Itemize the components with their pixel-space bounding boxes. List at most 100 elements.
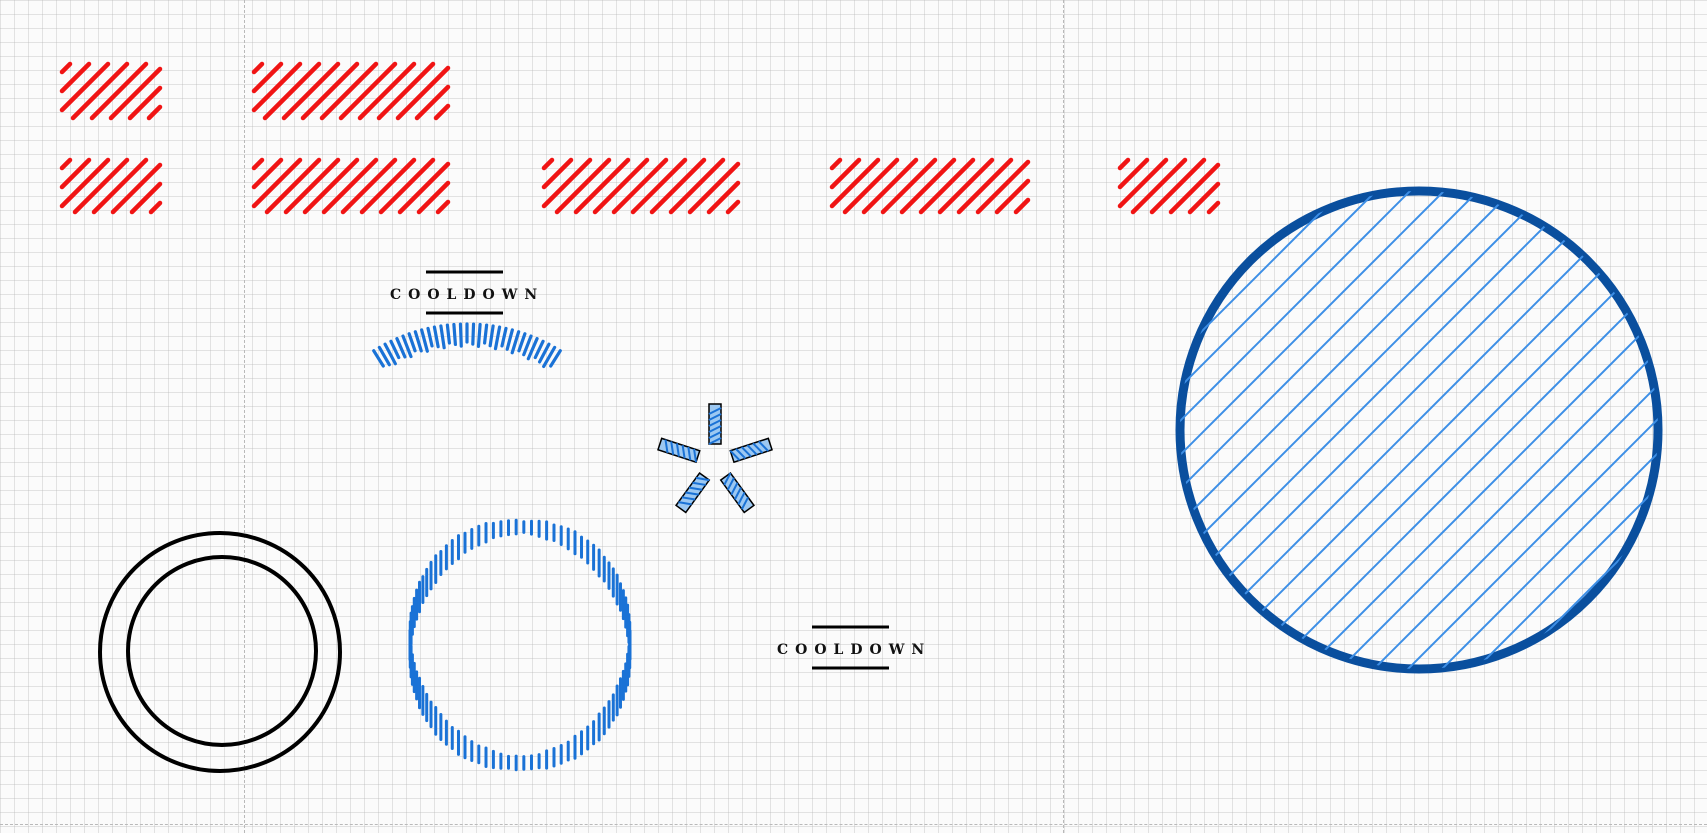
hatch-stroke <box>573 157 631 215</box>
circle-hatch-line <box>1180 191 1200 669</box>
spinner-bar-hatch <box>681 445 686 459</box>
hatch-stroke <box>592 157 650 215</box>
hatch-stroke <box>302 157 360 215</box>
spinner-bar-hatch <box>708 425 722 433</box>
hatch-stroke <box>59 157 111 209</box>
hatch-stroke <box>357 61 417 121</box>
hatch-stroke <box>359 157 417 215</box>
page-break-line <box>0 824 1707 825</box>
hatch-stroke <box>251 157 303 209</box>
arc-stroke <box>533 339 545 360</box>
hatch-stroke <box>300 61 360 121</box>
hatch-stroke <box>251 61 303 113</box>
hatch-stroke <box>829 157 881 209</box>
hatch-stroke <box>975 159 1031 215</box>
arc-stroke <box>493 325 502 351</box>
spinner-bar-hatch <box>693 448 698 463</box>
circle-hatch-line <box>1550 191 1658 669</box>
hatch-stroke <box>338 61 398 121</box>
spinner-bar-hatch <box>723 472 732 486</box>
spinner-bar-hatch <box>681 496 696 501</box>
arc-stroke <box>445 323 451 345</box>
blue-hatched-arc <box>372 322 562 369</box>
blue-hatched-ring <box>408 518 632 772</box>
hatch-stroke <box>127 85 163 121</box>
hatch-stroke <box>725 199 741 215</box>
arc-stroke <box>483 323 489 345</box>
circle-outline <box>1175 186 1663 674</box>
circle-hatch-line <box>1346 191 1658 669</box>
hatch-stroke <box>59 61 111 113</box>
circle-hatch-line <box>1180 191 1336 669</box>
page-break-line <box>244 0 245 833</box>
spinner-bar-hatch <box>729 450 741 461</box>
spinner-bar-hatch <box>685 491 699 496</box>
double-circle[interactable] <box>98 531 342 773</box>
arc-stroke <box>476 322 482 349</box>
hatch-stroke <box>899 157 957 215</box>
outer-circle <box>98 531 342 773</box>
spinner-bar-hatch <box>708 419 722 427</box>
arc-stroke <box>395 336 407 359</box>
spinner-bar-hatch <box>708 431 722 439</box>
hatch-stroke <box>108 66 163 121</box>
hatch-stroke <box>842 157 900 215</box>
hatch-stroke <box>1117 157 1150 190</box>
hatch-stroke <box>397 161 451 215</box>
hatch-stroke <box>378 157 436 215</box>
arc-stroke <box>407 332 417 353</box>
hatch-stroke <box>630 157 688 215</box>
hatch-stroke <box>1168 162 1221 215</box>
cooldown-label-top[interactable]: COOLDOWN <box>390 270 544 315</box>
hatch-stroke <box>994 178 1031 215</box>
arc-stroke <box>420 328 429 353</box>
arc-stroke <box>432 325 440 349</box>
loading-spinner-icon <box>657 403 773 514</box>
hatch-stroke <box>829 157 843 171</box>
circle-hatch-line <box>1180 191 1658 669</box>
cooldown-label-bottom[interactable]: COOLDOWN <box>777 625 931 670</box>
circle-hatch-line <box>1180 191 1234 669</box>
hatch-stroke <box>129 181 163 215</box>
arc-stroke <box>439 324 446 350</box>
hatch-stroke <box>541 157 555 171</box>
hatch-stroke <box>1206 200 1221 215</box>
arc-stroke <box>510 330 521 355</box>
hatch-stroke <box>414 84 451 121</box>
arc-stroke <box>377 345 391 367</box>
hatch-stroke <box>541 157 593 209</box>
arc-stroke <box>505 328 514 351</box>
spinner-bar <box>708 403 722 445</box>
arc-stroke <box>537 342 551 364</box>
hatch-stroke <box>395 65 451 121</box>
circle-hatch-line <box>1180 191 1302 669</box>
arc-stroke <box>383 342 397 366</box>
arc-stroke <box>471 322 476 346</box>
arc-stroke <box>517 332 527 353</box>
spinner-bar-hatch <box>692 481 706 486</box>
hatch-stroke <box>1130 157 1188 215</box>
arc-stroke <box>389 339 401 360</box>
hatch-stroke <box>687 161 741 215</box>
spinner-bar-hatch <box>695 476 710 482</box>
hatch-stroke <box>554 157 612 215</box>
hatch-stroke <box>251 157 265 171</box>
spinner-bar-hatch <box>746 444 758 456</box>
spinner-bar-hatch <box>726 477 735 491</box>
hatch-stroke <box>880 157 938 215</box>
hatch-stroke <box>59 157 73 171</box>
circle-hatch-line <box>1180 191 1540 669</box>
hatched-circle[interactable] <box>599 130 1707 730</box>
hatch-stroke <box>611 157 669 215</box>
circle-hatch-line <box>1180 191 1506 669</box>
hatch-stroke <box>861 157 919 215</box>
circle-hatch-line <box>1278 191 1658 669</box>
hatch-stroke <box>251 61 265 75</box>
circle-hatch-line <box>1180 191 1438 669</box>
arc-stroke <box>488 324 495 348</box>
hatch-stroke <box>541 157 574 190</box>
hatch-stroke <box>262 61 322 121</box>
hatch-stroke <box>1117 157 1169 209</box>
spinner-bar <box>729 437 773 464</box>
